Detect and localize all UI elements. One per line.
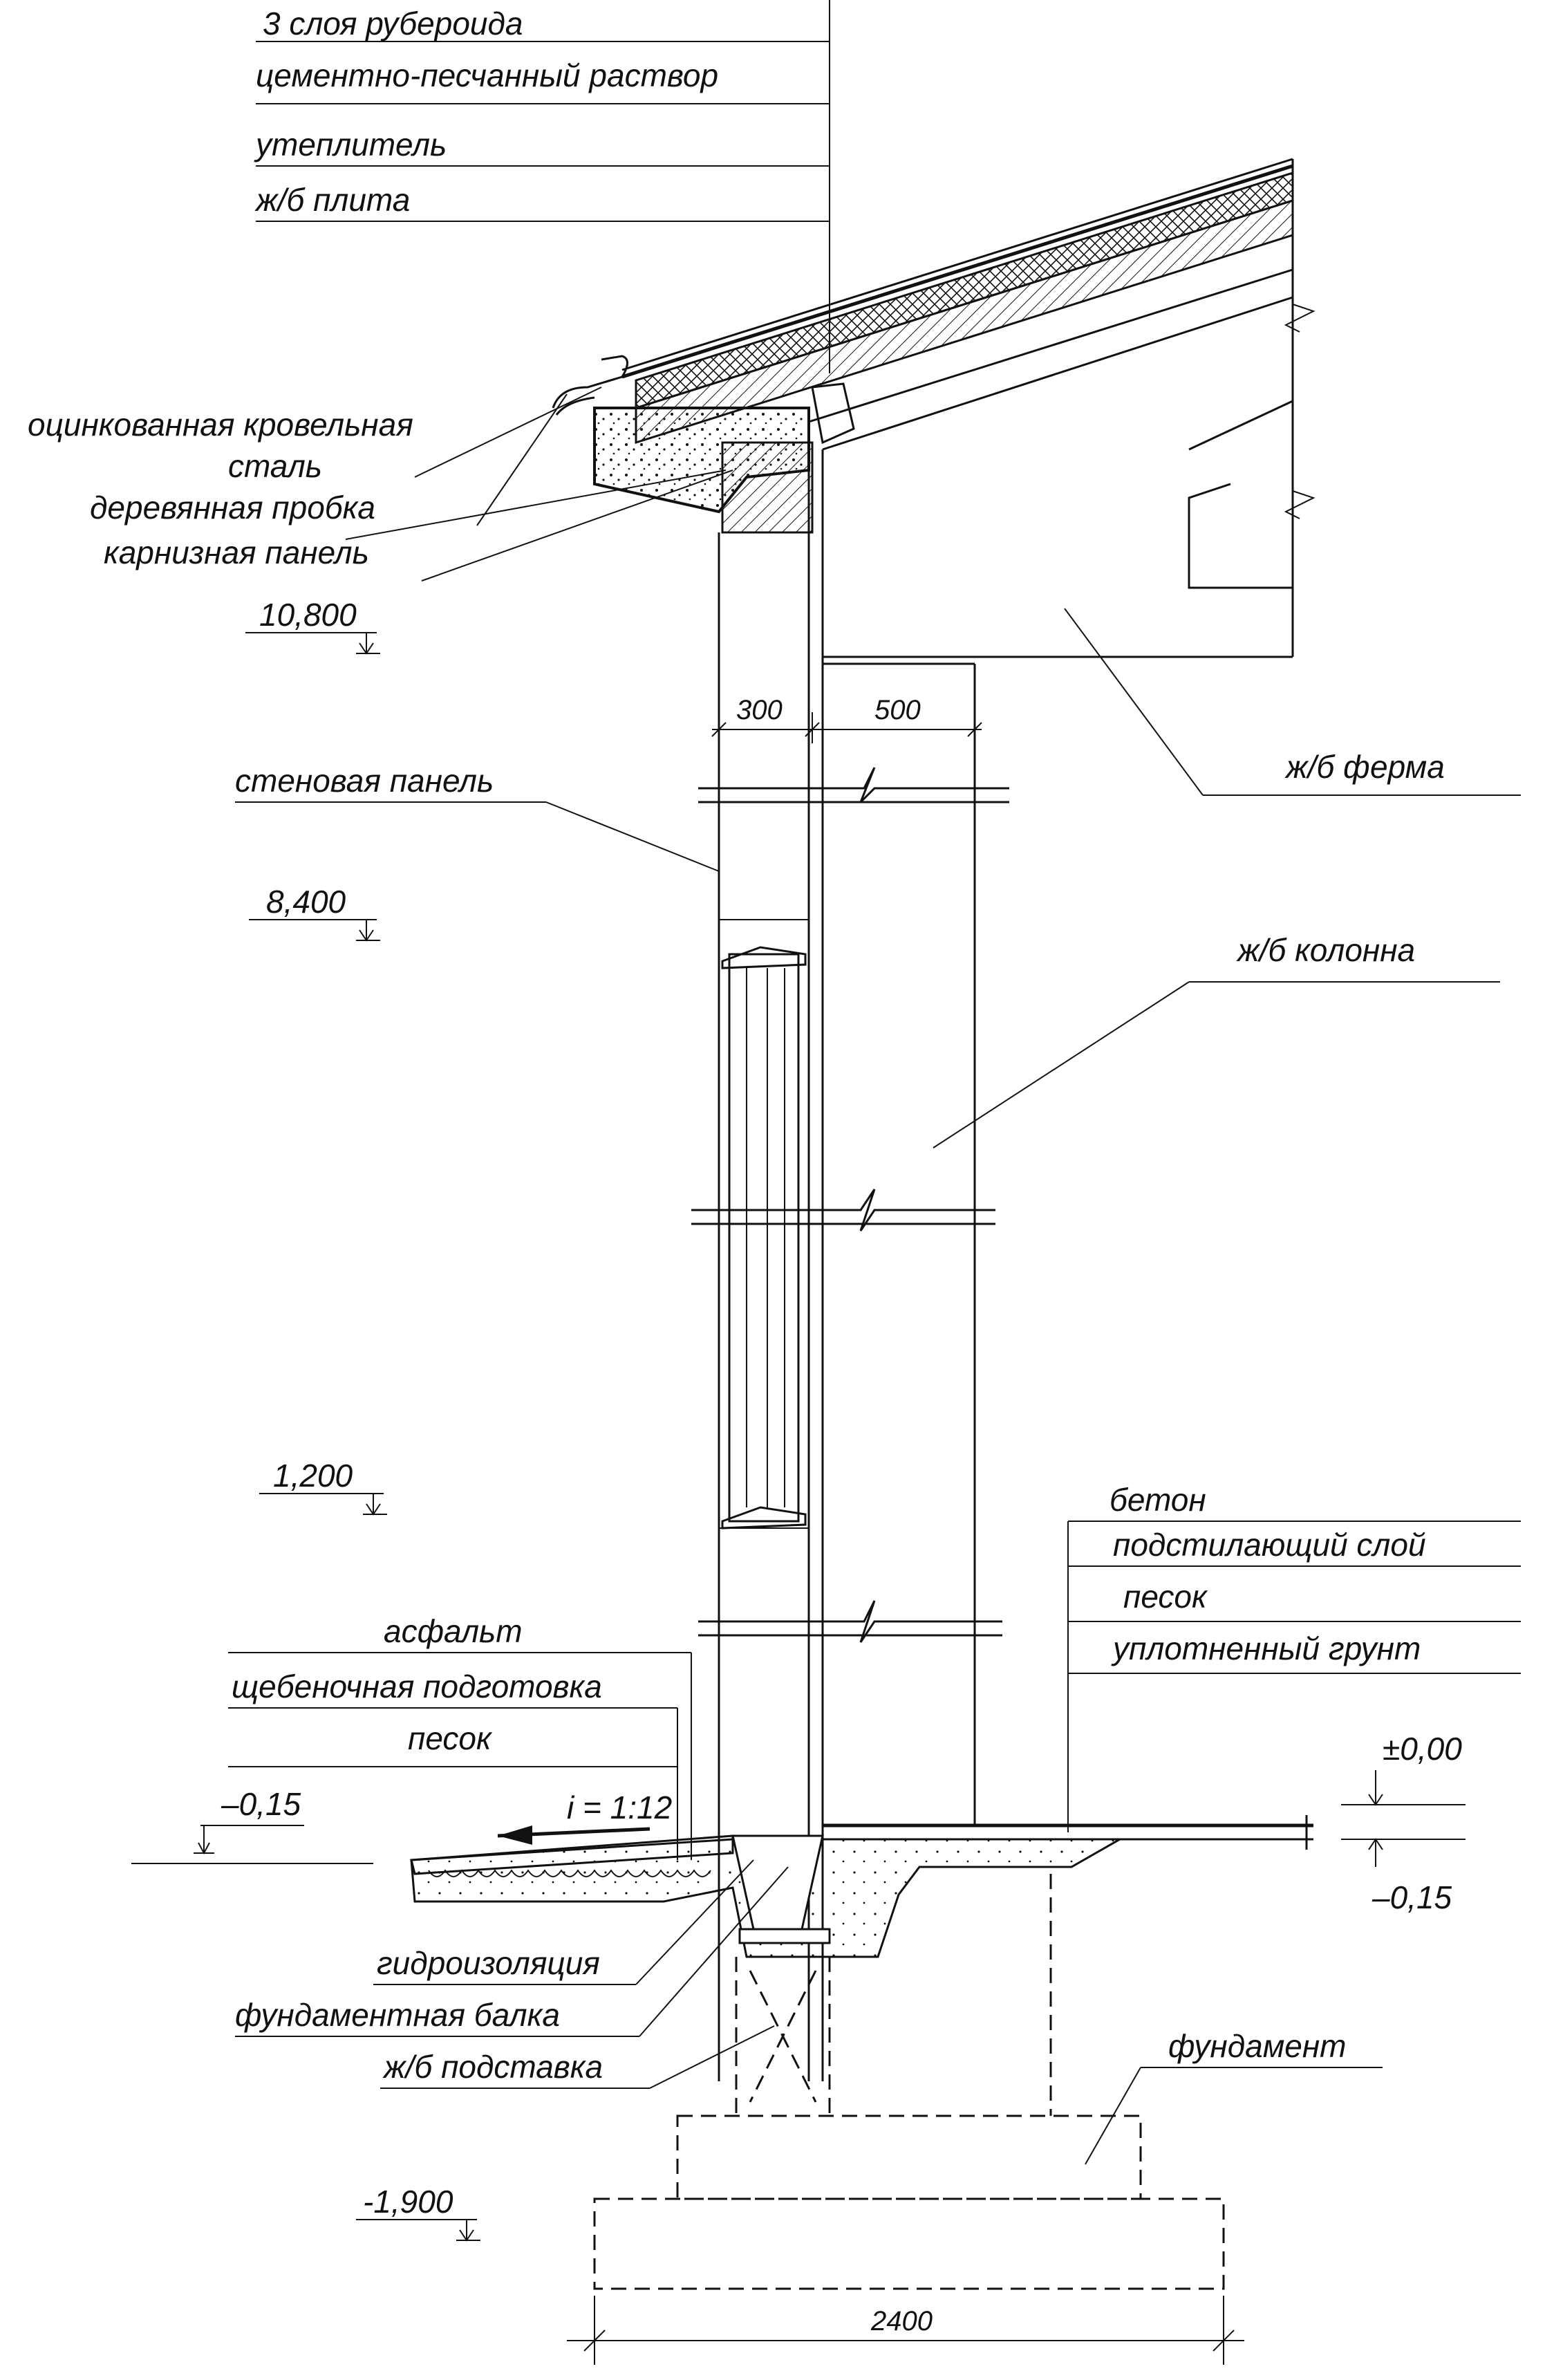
truss-leader — [1064, 608, 1204, 796]
blind-area-asphalt-label: асфальт — [384, 1613, 523, 1649]
roof-assembly — [552, 158, 1294, 445]
level-10800: 10,800 — [259, 597, 357, 633]
column-label: ж/б колонна — [1236, 932, 1415, 968]
truss-label: ж/б ферма — [1284, 749, 1445, 785]
window-unit — [728, 953, 800, 1523]
wooden-plug — [721, 441, 814, 534]
roof-layer-labels: 3 слоя рубероида цементно-песчанный раст… — [254, 0, 830, 373]
eave-label-cornice-panel: карнизная панель — [104, 534, 369, 570]
top-dimension: 300 500 — [711, 695, 982, 743]
eave-leaders: оцинкованная кровельная сталь деревянная… — [28, 387, 733, 582]
asphalt-blind-area — [410, 1834, 734, 1875]
level-minus-1900: -1,900 — [363, 2184, 453, 2220]
eave-panel — [593, 382, 855, 534]
gutter — [552, 355, 628, 409]
base-label-waterproofing: гидроизоляция — [377, 1945, 600, 1981]
truss: ж/б ферма — [821, 159, 1521, 796]
level-minus-015-left: –0,15 — [221, 1786, 301, 1822]
level-1200: 1,200 — [273, 1458, 353, 1494]
base-label-foundation-beam: фундаментная балка — [235, 1997, 560, 2033]
base-labels: гидроизоляция фундаментная балка ж/б под… — [235, 1859, 789, 2089]
roof-layer-mortar-label: цементно-песчанный раствор — [256, 57, 718, 93]
break-lines — [691, 767, 1009, 1643]
roof-slab-layer — [635, 198, 1294, 445]
blind-area-gravel-label: щебеночная подготовка — [232, 1668, 602, 1704]
dimension-column-500: 500 — [874, 695, 921, 725]
slope-label: i = 1:12 — [567, 1789, 672, 1825]
floor-layer-labels: бетон подстилающий слой песок уплотненны… — [1067, 1482, 1521, 1832]
floor-layer-compacted-soil-label: уплотненный грунт — [1111, 1630, 1421, 1666]
column: ж/б колонна — [821, 662, 1500, 1825]
foundation: фундамент — [593, 1874, 1383, 2290]
roof-layer-slab-label: ж/б плита — [254, 182, 410, 218]
bottom-dimension: 2400 — [567, 2296, 1244, 2365]
floor-layer-sand-label: песок — [1123, 1579, 1208, 1615]
level-minus-015-right: –0,15 — [1372, 1879, 1452, 1915]
eave-label-galvanized-steel: оцинкованная кровельная — [28, 407, 413, 443]
dimension-foundation-2400: 2400 — [870, 2306, 933, 2336]
footing-lower — [593, 2197, 1225, 2290]
wall-panel-label: стеновая панель — [235, 763, 494, 799]
floor-layer-concrete-label: бетон — [1110, 1482, 1206, 1518]
roof-layer-roofing-felt-label: 3 слоя рубероида — [263, 6, 523, 41]
blind-area-labels: асфальт щебеночная подготовка песок — [228, 1613, 692, 1860]
dimension-wall-300: 300 — [736, 695, 783, 725]
roof-layer-insulation-label: утеплитель — [254, 127, 447, 162]
foundation-label: фундамент — [1168, 2028, 1347, 2064]
level-8400: 8,400 — [266, 884, 346, 920]
eave-label-steel: сталь — [228, 448, 322, 484]
base-label-stand: ж/б подставка — [382, 2049, 603, 2085]
level-marks: 10,800 8,400 1,200 –0,15 ±0,00 –0,15 -1,… — [131, 597, 1466, 2242]
level-zero: ±0,00 — [1383, 1731, 1462, 1767]
floor-layer-underlay-label: подстилающий слой — [1113, 1527, 1426, 1563]
blind-area-sand-label: песок — [408, 1720, 493, 1756]
footing-upper — [676, 2114, 1142, 2200]
eave-label-wooden-plug: деревянная пробка — [90, 490, 375, 526]
ground-section: i = 1:12 — [410, 1789, 1313, 1958]
